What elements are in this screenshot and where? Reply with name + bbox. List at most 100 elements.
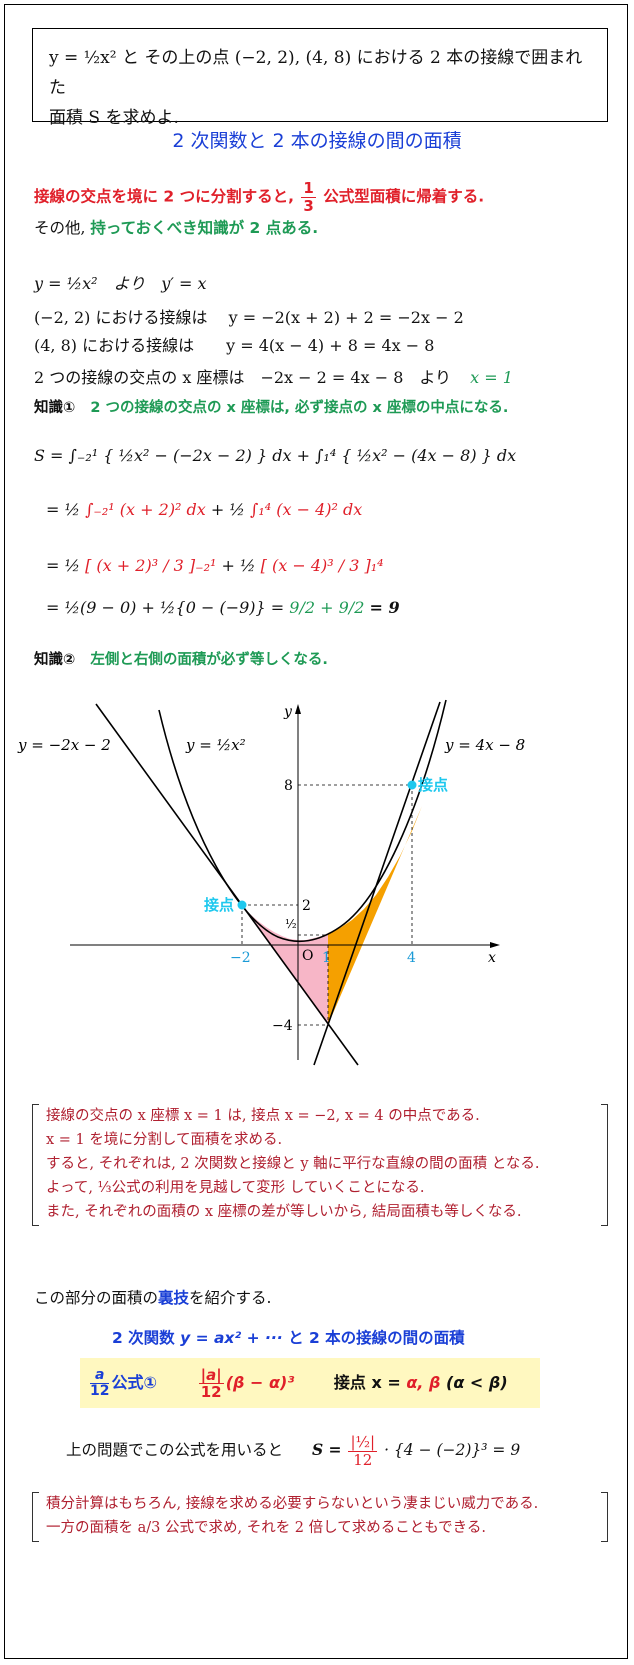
- r4-a: = ½(9 − 0) + ½{0 − (−9)} =: [46, 598, 285, 617]
- frac-den: 3: [303, 196, 314, 215]
- origin-label: O: [302, 948, 313, 964]
- formula-main-num: |a|: [198, 1365, 224, 1384]
- notes-box-2: 積分計算はもちろん, 接線を求める必要すらないという凄まじい威力である. 一方の…: [32, 1492, 608, 1542]
- apply-den: 12: [353, 1450, 373, 1469]
- problem-line-2: 面積 S を求めよ.: [49, 108, 179, 128]
- notes-box-1: 接線の交点の x 座標 x = 1 は, 接点 x = −2, x = 4 の中…: [32, 1104, 608, 1226]
- tick-neg2: −2: [230, 950, 251, 966]
- apply-row: 上の問題でこの公式を用いると S = |½| 12 · {4 − (−2)}³ …: [66, 1424, 520, 1476]
- apply-a: 上の問題でこの公式を用いると: [66, 1441, 284, 1459]
- left-tangent-line: [95, 703, 359, 1066]
- derivation-l4-text: 2 つの接線の交点の x 座標は −2x − 2 = 4x − 8 より: [34, 368, 452, 387]
- r2-d: ∫₁⁴ (x − 4)² dx: [250, 500, 363, 519]
- note-1-line-4: よって, ⅓公式の利用を見越して変形 していくことになる.: [46, 1180, 425, 1196]
- knowledge-1-text: 2 つの接線の交点の x 座標は, 必ず接点の x 座標の中点になる.: [90, 400, 509, 416]
- apply-c: · {4 − (−2)}³ = 9: [384, 1441, 521, 1459]
- tangent-point-right-label: 接点: [418, 776, 448, 794]
- apply-num: |½|: [348, 1433, 378, 1452]
- intro-red-b: 公式型面積に帰着する.: [323, 187, 485, 206]
- formula-main-fraction: |a| 12: [198, 1365, 224, 1401]
- integral-row-2: = ½ ∫₋₂¹ (x + 2)² dx + ½ ∫₁⁴ (x − 4)² dx: [46, 500, 362, 519]
- y-arrow-icon: [295, 704, 301, 714]
- derivation-line-4: 2 つの接線の交点の x 座標は −2x − 2 = 4x − 8 より x =…: [34, 364, 513, 388]
- r4-e: = 9: [369, 598, 400, 617]
- x-axis-label: x: [488, 950, 496, 966]
- trick-intro-a: この部分の面積の: [34, 1289, 159, 1307]
- problem-line-1: y = ½x² と その上の点 (−2, 2), (4, 8) における 2 本…: [49, 48, 583, 98]
- left-tangent-point: [237, 900, 247, 910]
- trick-heading-b: y = ax² + ···: [180, 1329, 283, 1347]
- formula-row: a 12 公式① |a| 12 (β − α)³ 接点 x = α, β (α …: [88, 1360, 508, 1406]
- r2-c: + ½: [210, 500, 245, 519]
- integral-row-4: = ½(9 − 0) + ½{0 − (−9)} = 9/2 + 9/2 = 9: [46, 598, 400, 617]
- page-frame: [4, 4, 628, 1659]
- trick-intro: この部分の面積の裏技を紹介する.: [34, 1286, 271, 1308]
- note-2-line-1: 積分計算はもちろん, 接線を求める必要すらないという凄まじい威力である.: [46, 1496, 539, 1512]
- tangent-point-left-label: 接点: [204, 896, 234, 914]
- derivation-l4-result: x = 1: [470, 368, 513, 387]
- apply-fraction: |½| 12: [348, 1433, 378, 1469]
- r3-b: [ (x + 2)³ / 3 ]₋₂¹: [85, 556, 217, 575]
- tick-1: 1: [322, 950, 331, 966]
- intro-third-fraction: 1 3: [301, 179, 316, 215]
- frac-num: 1: [301, 179, 316, 198]
- problem-box: y = ½x² と その上の点 (−2, 2), (4, 8) における 2 本…: [32, 28, 608, 128]
- tick-2: 2: [302, 898, 311, 914]
- guide-lines: [241, 784, 413, 1026]
- derivation-line-3: (4, 8) における接線は y = 4(x − 4) + 8 = 4x − 8: [34, 336, 435, 355]
- x-arrow-icon: [490, 942, 500, 948]
- intro-red-line: 接線の交点を境に 2 つに分割すると, 1 3 公式型面積に帰着する.: [34, 180, 484, 214]
- derivation-line-1: y = ½x² より y′ = x: [34, 274, 207, 293]
- label-right-tangent: y = 4x − 8: [444, 736, 525, 754]
- intro-green: 持っておくべき知識が 2 点ある.: [90, 219, 319, 237]
- tick-4: 4: [407, 950, 416, 966]
- r2-a: = ½: [46, 500, 80, 519]
- right-region: [328, 806, 422, 1025]
- page-title: 2 次関数と 2 本の接線の間の面積: [172, 130, 462, 152]
- formula-label-den: 12: [90, 1383, 110, 1399]
- trick-heading-a: 2 次関数: [112, 1329, 175, 1347]
- formula-main-tail: (β − α)³: [225, 1373, 295, 1392]
- trick-heading-c: と 2 本の接線の間の面積: [288, 1329, 465, 1347]
- integral-row-1: S = ∫₋₂¹ { ½x² − (−2x − 2) } dx + ∫₁⁴ { …: [34, 446, 517, 465]
- apply-b: S =: [311, 1440, 342, 1459]
- knowledge-1: 知識① 2 つの接線の交点の x 座標は, 必ず接点の x 座標の中点になる.: [34, 396, 508, 417]
- note-1-line-5: また, それぞれの面積の x 座標の差が等しいから, 結局面積も等しくなる.: [46, 1204, 522, 1220]
- r2-b: ∫₋₂¹ (x + 2)² dx: [85, 500, 206, 519]
- r4-b: 9/2: [289, 598, 316, 617]
- knowledge-2-text: 左側と右側の面積が必ず等しくなる.: [90, 652, 328, 668]
- r4-d: 9/2: [338, 598, 365, 617]
- formula-label-num: a: [90, 1367, 110, 1384]
- note-2-line-2: 一方の面積を a/3 公式で求め, それを 2 倍して求めることもできる.: [46, 1520, 486, 1536]
- y-axis-label: y: [283, 704, 293, 720]
- right-tangent-line: [313, 701, 441, 1066]
- trick-heading: 2 次関数 y = ax² + ··· と 2 本の接線の間の面積: [112, 1326, 465, 1348]
- tick-neg4: −4: [272, 1018, 293, 1034]
- derivation-line-2: (−2, 2) における接線は y = −2(x + 2) + 2 = −2x …: [34, 308, 464, 327]
- r3-c: + ½: [221, 556, 256, 575]
- r4-c: +: [320, 598, 334, 617]
- note-1-line-1: 接線の交点の x 座標 x = 1 は, 接点 x = −2, x = 4 の中…: [46, 1108, 480, 1124]
- graph: y = −2x − 2 y = ½x² y = 4x − 8 y x O 8 2…: [17, 699, 525, 1066]
- trick-intro-c: を紹介する.: [189, 1289, 272, 1307]
- trick-intro-b: 裏技: [158, 1289, 190, 1307]
- label-parabola: y = ½x²: [185, 736, 246, 754]
- r3-d: [ (x − 4)³ / 3 ]₁⁴: [260, 556, 384, 575]
- intro-black: その他,: [34, 219, 86, 237]
- label-left-tangent: y = −2x − 2: [17, 736, 111, 754]
- formula-label-fraction: a 12: [90, 1367, 110, 1400]
- formula-band: [80, 1358, 540, 1408]
- tick-half: ½: [285, 917, 297, 931]
- formula-cond-c: (α < β): [446, 1373, 508, 1392]
- formula-main-den: 12: [200, 1383, 222, 1401]
- knowledge-2-label: 知識②: [34, 652, 76, 668]
- intro-second-line: その他, 持っておくべき知識が 2 点ある.: [34, 216, 318, 238]
- r3-a: = ½: [46, 556, 80, 575]
- formula-label: 公式①: [111, 1373, 158, 1392]
- note-1-line-2: x = 1 を境に分割して面積を求める.: [46, 1132, 283, 1148]
- tick-8: 8: [284, 778, 293, 794]
- intro-red-a: 接線の交点を境に 2 つに分割すると,: [34, 187, 294, 206]
- formula-cond-b: α, β: [406, 1373, 441, 1392]
- integral-row-3: = ½ [ (x + 2)³ / 3 ]₋₂¹ + ½ [ (x − 4)³ /…: [46, 556, 384, 575]
- parabola-curve: [158, 699, 447, 943]
